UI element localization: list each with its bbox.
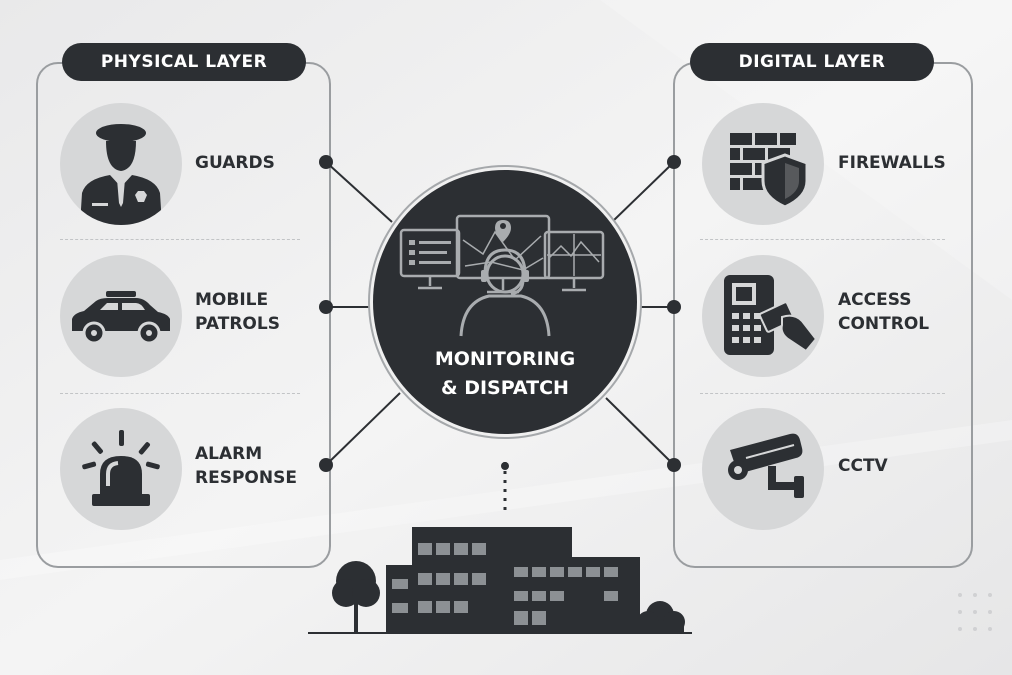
firewalls-label: FIREWALLS [838, 153, 946, 173]
alarm-response-label: ALARM RESPONSE [195, 444, 297, 488]
divider [60, 239, 300, 240]
physical-layer-title: PHYSICAL LAYER [62, 43, 306, 81]
alarm-beacon-icon [82, 430, 160, 506]
divider [60, 393, 300, 394]
hub-label: MONITORING & DISPATCH [434, 348, 576, 399]
divider [700, 393, 945, 394]
operator-monitors-icon [399, 214, 605, 337]
guards-label: GUARDS [195, 153, 275, 173]
security-guard-icon [80, 124, 162, 225]
cctv-icon-circle [702, 408, 824, 530]
access-control-label: ACCESS CONTROL [838, 290, 930, 334]
divider [700, 239, 945, 240]
cctv-camera-icon [728, 433, 804, 498]
cctv-label: CCTV [838, 456, 888, 476]
firewall-shield-icon [730, 133, 809, 209]
keypad-card-icon [724, 275, 818, 355]
mobile-patrols-label: MOBILE PATROLS [195, 290, 280, 334]
office-building-icon [308, 527, 692, 634]
dot-pattern [958, 593, 992, 631]
monitoring-dispatch-hub [373, 170, 637, 434]
patrol-car-icon [72, 291, 170, 345]
digital-layer-title: DIGITAL LAYER [690, 43, 934, 81]
